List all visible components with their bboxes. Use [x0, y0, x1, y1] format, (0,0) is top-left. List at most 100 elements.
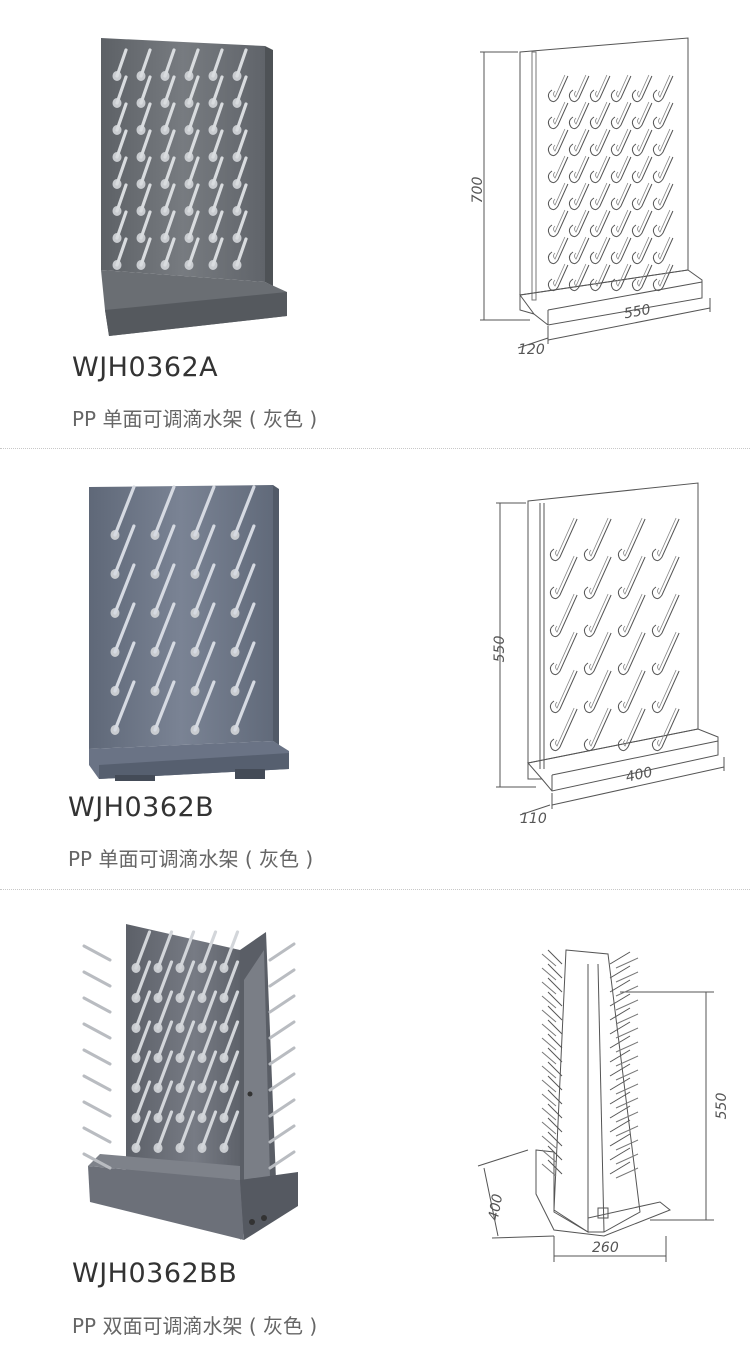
hook — [568, 237, 590, 265]
hook — [549, 632, 578, 676]
peg — [82, 970, 112, 988]
hook — [541, 1079, 557, 1093]
peg — [134, 1080, 152, 1120]
product-description: PP 单面可调滴水架 ( 灰色 ) — [68, 847, 314, 871]
hook-inner — [589, 631, 609, 671]
peg — [178, 990, 196, 1030]
hook — [547, 1131, 563, 1147]
peg — [268, 1020, 296, 1040]
hook-inner — [589, 707, 609, 747]
peg — [134, 1110, 152, 1150]
peg — [153, 485, 176, 537]
hook-inner — [637, 236, 650, 260]
peg-grid — [110, 485, 256, 735]
peg — [139, 48, 152, 78]
peg — [113, 524, 136, 576]
peg — [156, 930, 174, 970]
dimension-depth-label: 120 — [518, 342, 545, 358]
peg — [233, 563, 256, 615]
hook-inner — [637, 263, 650, 287]
product-photo-wjh0362a — [101, 38, 287, 336]
hook — [547, 237, 569, 265]
peg-grid — [82, 930, 296, 1170]
hook — [549, 708, 578, 752]
hook — [651, 670, 680, 714]
product-section-2: 550 400 110 WJH0362B PP 单面可调滴水架 ( 灰色 ) — [0, 449, 750, 889]
hook — [547, 991, 563, 1007]
hook — [610, 75, 632, 103]
hook — [541, 1037, 557, 1051]
dimension-height-label: 700 — [470, 177, 486, 204]
hook — [631, 183, 653, 211]
hook — [609, 1147, 631, 1161]
peg — [222, 1110, 240, 1150]
hook — [541, 1163, 557, 1177]
hook-inner — [574, 101, 587, 125]
peg — [156, 1020, 174, 1060]
hook-inner — [553, 263, 566, 287]
hook — [609, 1021, 631, 1035]
hook — [609, 1077, 631, 1091]
hook-inner — [637, 155, 650, 179]
peg — [233, 524, 256, 576]
product-photo-wjh0362bb — [82, 924, 298, 1240]
hook — [652, 183, 674, 211]
hook-inner — [553, 236, 566, 260]
peg — [82, 1022, 112, 1040]
peg — [222, 1020, 240, 1060]
peg — [233, 680, 256, 732]
hook-inner — [595, 236, 608, 260]
hook — [547, 1103, 563, 1119]
hook-inner — [658, 236, 671, 260]
peg — [211, 237, 224, 267]
hook — [615, 1083, 639, 1095]
hook — [547, 183, 569, 211]
peg — [187, 210, 200, 240]
hook-inner — [616, 128, 629, 152]
peg — [139, 156, 152, 186]
hook — [547, 129, 569, 157]
hook-grid-drawing — [549, 517, 680, 752]
hook — [541, 1065, 557, 1079]
hook — [589, 237, 611, 265]
hook — [547, 1117, 563, 1133]
peg — [115, 183, 128, 213]
hook — [652, 129, 674, 157]
hook — [652, 75, 674, 103]
peg — [235, 75, 248, 105]
section-divider — [0, 889, 750, 890]
peg — [134, 990, 152, 1030]
hook — [615, 1139, 639, 1151]
hook-inner — [657, 669, 677, 709]
peg — [200, 930, 218, 970]
peg — [178, 1080, 196, 1120]
hook-inner — [658, 263, 671, 287]
hook — [589, 102, 611, 130]
hook — [609, 1091, 631, 1105]
hook — [609, 1161, 631, 1175]
peg — [82, 1100, 112, 1118]
peg — [211, 75, 224, 105]
peg — [211, 102, 224, 132]
hook — [547, 963, 563, 979]
hook — [547, 1061, 563, 1077]
peg — [139, 210, 152, 240]
peg — [163, 156, 176, 186]
peg — [187, 237, 200, 267]
peg — [233, 641, 256, 693]
hook-inner — [623, 707, 643, 747]
hook — [589, 75, 611, 103]
hook — [568, 75, 590, 103]
hook — [589, 156, 611, 184]
hook — [609, 951, 631, 965]
peg — [139, 75, 152, 105]
hook — [589, 264, 611, 292]
hook-grid-drawing — [547, 74, 674, 292]
hook-inner — [589, 517, 609, 557]
peg — [211, 156, 224, 186]
hook — [541, 1107, 557, 1121]
hook — [617, 708, 646, 752]
hook — [631, 264, 653, 292]
hook — [617, 632, 646, 676]
peg — [139, 129, 152, 159]
